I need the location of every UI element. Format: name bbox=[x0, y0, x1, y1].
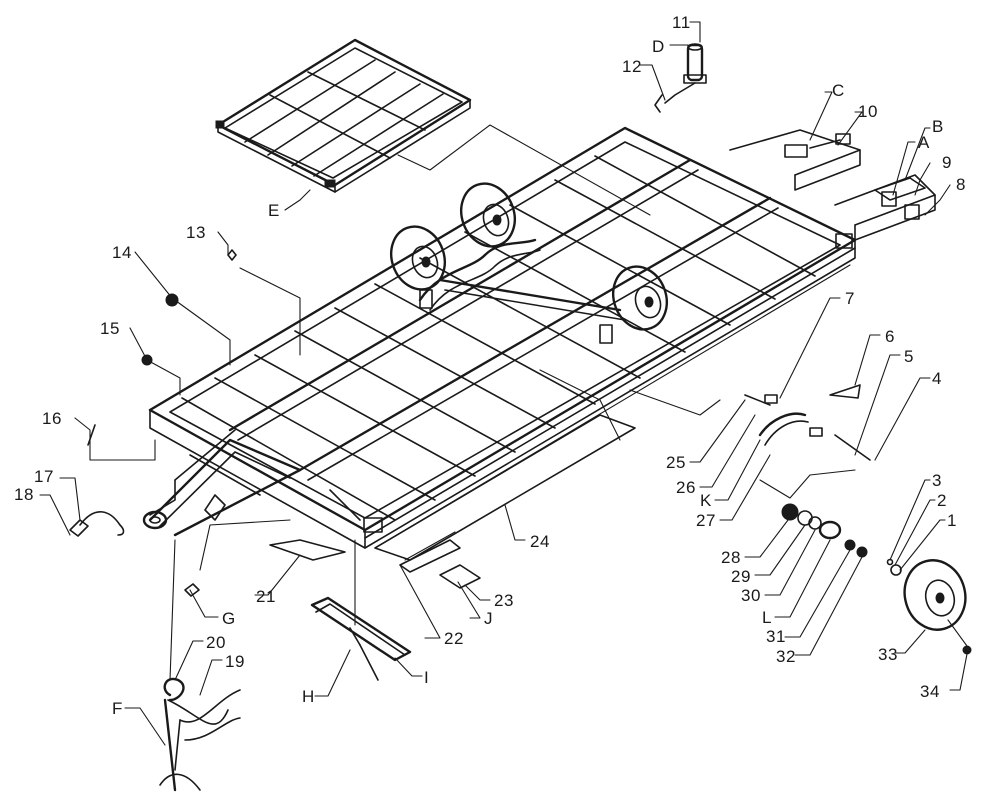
floor-panel-e bbox=[215, 38, 472, 193]
callout-F: F bbox=[112, 699, 123, 718]
callout-19: 19 bbox=[225, 652, 245, 671]
callout-29: 29 bbox=[731, 567, 751, 586]
ramp-pieces bbox=[269, 414, 636, 589]
jack-assembly bbox=[654, 43, 707, 113]
callout-8: 8 bbox=[956, 175, 966, 194]
callout-J: J bbox=[484, 609, 493, 628]
callout-H: H bbox=[302, 687, 315, 706]
callout-6: 6 bbox=[885, 327, 895, 346]
spring-and-pins bbox=[744, 384, 871, 461]
hub-assembly bbox=[781, 503, 972, 655]
callout-16: 16 bbox=[42, 409, 62, 428]
callout-18: 18 bbox=[14, 485, 34, 504]
callout-C: C bbox=[832, 81, 845, 100]
callout-20: 20 bbox=[206, 633, 226, 652]
callout-4: 4 bbox=[932, 369, 942, 388]
callout-21: 21 bbox=[256, 587, 276, 606]
coupler-and-cables bbox=[159, 677, 241, 792]
callout-B: B bbox=[932, 117, 944, 136]
callout-25: 25 bbox=[666, 453, 686, 472]
callout-23: 23 bbox=[494, 591, 514, 610]
callout-10: 10 bbox=[858, 102, 878, 121]
callout-24: 24 bbox=[530, 532, 550, 551]
callout-E: E bbox=[268, 201, 280, 220]
trailer-tongue bbox=[142, 429, 361, 537]
callout-11: 11 bbox=[672, 13, 691, 32]
callout-12: 12 bbox=[622, 57, 642, 76]
callout-7: 7 bbox=[845, 289, 855, 308]
callout-5: 5 bbox=[904, 347, 914, 366]
rear-extension-rails bbox=[729, 129, 936, 241]
callout-I: I bbox=[424, 668, 429, 687]
callout-33: 33 bbox=[878, 645, 898, 664]
callout-22: 22 bbox=[444, 629, 464, 648]
leader-lines bbox=[39, 21, 968, 746]
callout-K: K bbox=[700, 491, 712, 510]
callout-15: 15 bbox=[100, 319, 120, 338]
callout-31: 31 bbox=[766, 627, 786, 646]
axle-assembly bbox=[390, 182, 668, 344]
callout-34: 34 bbox=[920, 682, 940, 701]
callout-13: 13 bbox=[186, 223, 206, 242]
callout-2: 2 bbox=[937, 491, 947, 510]
callout-G: G bbox=[222, 609, 236, 628]
callout-26: 26 bbox=[676, 478, 696, 497]
callout-A: A bbox=[918, 133, 930, 152]
small-hardware bbox=[69, 249, 237, 597]
callout-27: 27 bbox=[696, 511, 716, 530]
cross-bar-i bbox=[310, 596, 412, 681]
callout-30: 30 bbox=[741, 586, 761, 605]
callout-1: 1 bbox=[947, 511, 957, 530]
callout-D: D bbox=[652, 37, 665, 56]
callout-3: 3 bbox=[932, 471, 942, 490]
callout-14: 14 bbox=[112, 243, 132, 262]
callout-labels: 11 D 12 C 10 B A 9 8 E 13 14 15 16 17 18… bbox=[14, 13, 966, 718]
callout-9: 9 bbox=[942, 153, 952, 172]
callout-17: 17 bbox=[34, 467, 54, 486]
callout-L: L bbox=[762, 608, 772, 627]
callout-28: 28 bbox=[721, 548, 741, 567]
callout-32: 32 bbox=[776, 647, 796, 666]
